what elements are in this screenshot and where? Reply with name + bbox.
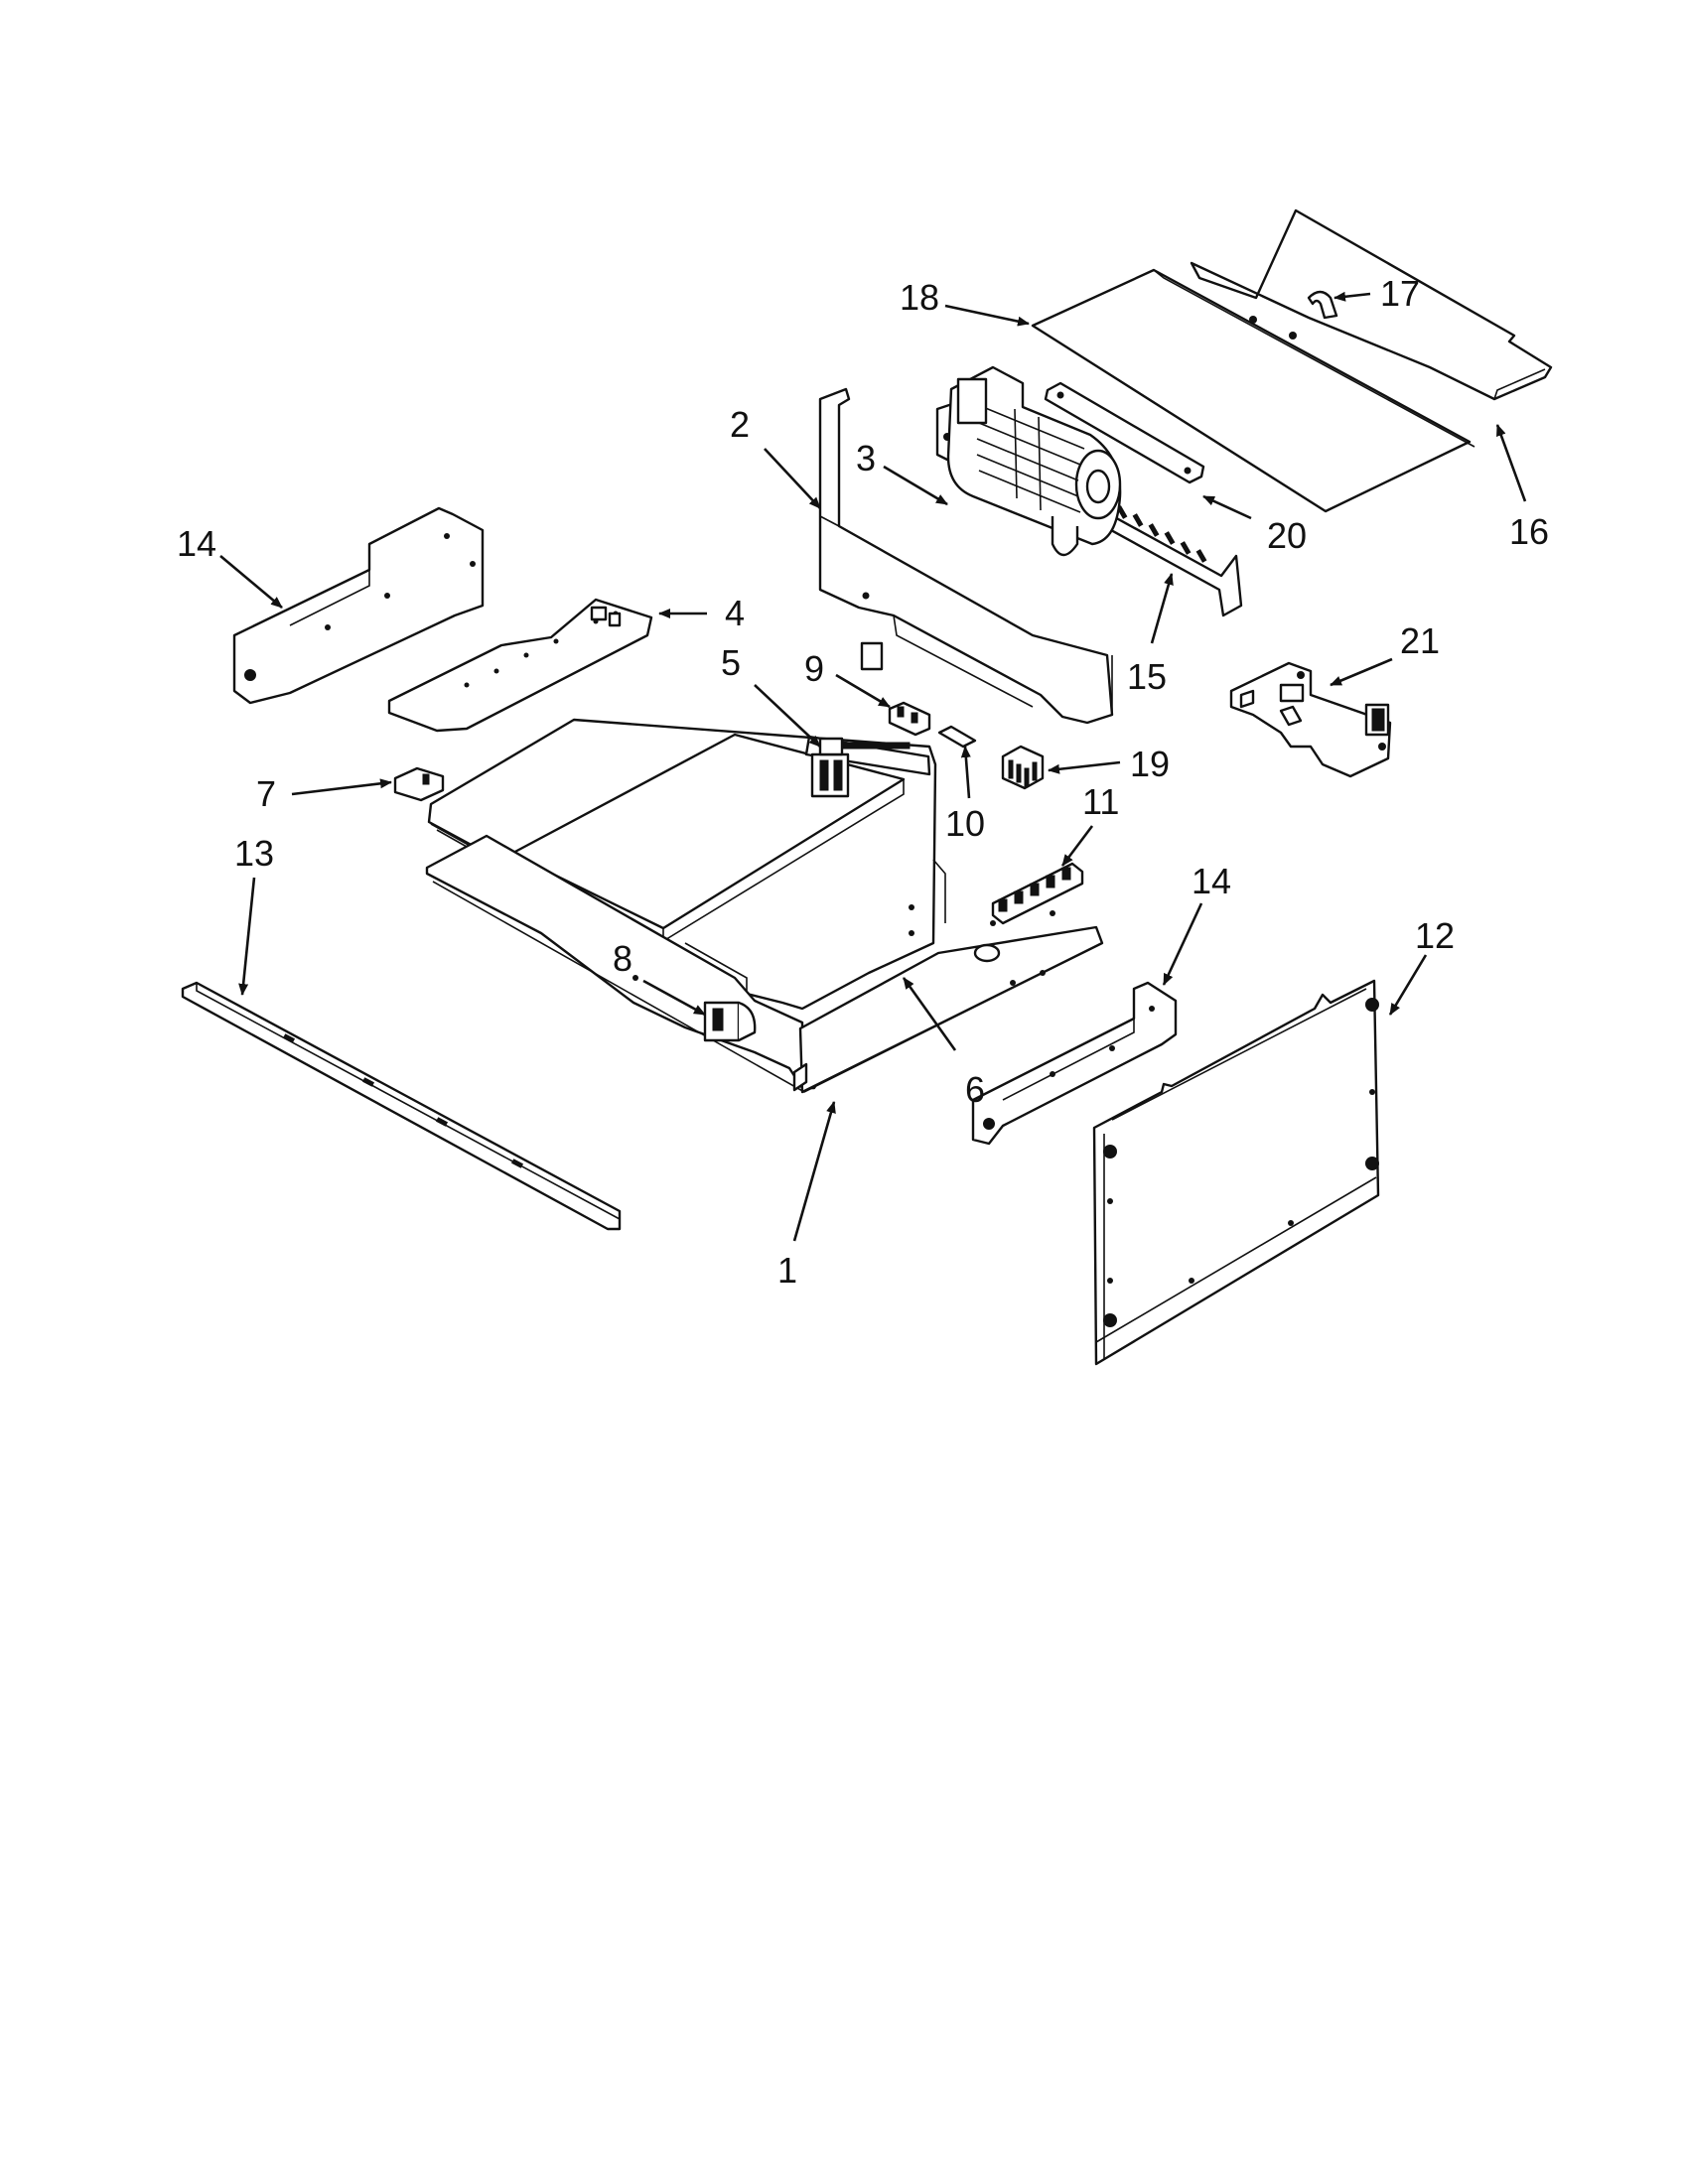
part-relay	[1001, 745, 1045, 790]
leader-19	[1048, 760, 1121, 774]
leader-7	[291, 778, 392, 796]
callout-3: 3	[856, 438, 876, 478]
callout-9: 9	[804, 648, 824, 689]
part-side-bracket-right	[971, 981, 1178, 1146]
part-insulation-sheet	[1031, 268, 1475, 513]
callout-5: 5	[721, 642, 741, 683]
leader-14a	[219, 555, 283, 609]
callout-13: 13	[234, 833, 274, 874]
leader-21	[1330, 657, 1393, 687]
part-heat-shield-plate	[387, 598, 653, 733]
callout-6: 6	[965, 1069, 985, 1110]
callout-18: 18	[900, 277, 939, 318]
leader-3	[883, 465, 948, 506]
part-fuse	[937, 725, 977, 749]
part-terminal-strip	[991, 862, 1084, 925]
leader-14b	[1162, 902, 1203, 986]
callout-4: 4	[725, 593, 745, 633]
leader-10	[960, 746, 971, 799]
part-side-bracket-left	[232, 506, 485, 705]
callout-14b: 14	[1192, 861, 1231, 901]
part-terminal-block	[860, 641, 931, 737]
part-rear-panel	[1092, 979, 1380, 1366]
part-bracket-plate	[1044, 381, 1205, 484]
part-terminal-bracket	[1229, 661, 1392, 778]
part-top-cover	[1190, 208, 1553, 401]
callout-12: 12	[1415, 915, 1455, 956]
callout-20: 20	[1267, 515, 1307, 556]
part-clip	[1307, 290, 1338, 320]
part-fuse-holder	[703, 1001, 757, 1042]
callout-8: 8	[613, 938, 632, 979]
leader-16	[1495, 424, 1527, 502]
leader-6	[902, 977, 957, 1051]
leader-5	[754, 684, 821, 748]
leader-18	[944, 304, 1030, 327]
part-front-trim-rail	[181, 981, 622, 1231]
callout-15: 15	[1127, 656, 1167, 697]
part-blower-motor	[946, 365, 1122, 557]
leader-11	[1060, 825, 1094, 867]
leader-1	[792, 1101, 836, 1242]
part-fan-duct	[818, 387, 1114, 725]
leader-20	[1202, 494, 1252, 520]
callout-2: 2	[730, 404, 750, 445]
callout-10: 10	[945, 803, 985, 844]
leader-17	[1333, 291, 1371, 302]
callout-21: 21	[1400, 620, 1440, 661]
leader-2	[764, 448, 821, 509]
callout-labels: 1 2 3 4 5 6 7 8 9 10 11 12 13 14 14 15 1…	[177, 273, 1549, 1291]
leader-13	[238, 877, 256, 996]
part-vent-duct	[427, 718, 946, 1013]
leader-12	[1388, 954, 1428, 1016]
callout-16: 16	[1509, 511, 1549, 552]
callout-1: 1	[777, 1250, 797, 1291]
callout-17: 17	[1380, 273, 1420, 314]
callout-14a: 14	[177, 523, 216, 564]
part-clip-small	[393, 766, 445, 802]
leader-9	[835, 673, 891, 709]
callout-11: 11	[1082, 781, 1119, 822]
leader-8	[642, 979, 706, 1017]
leader-lines	[219, 291, 1527, 1242]
callout-7: 7	[256, 773, 276, 814]
callout-19: 19	[1130, 744, 1170, 784]
leader-15	[1150, 573, 1174, 644]
